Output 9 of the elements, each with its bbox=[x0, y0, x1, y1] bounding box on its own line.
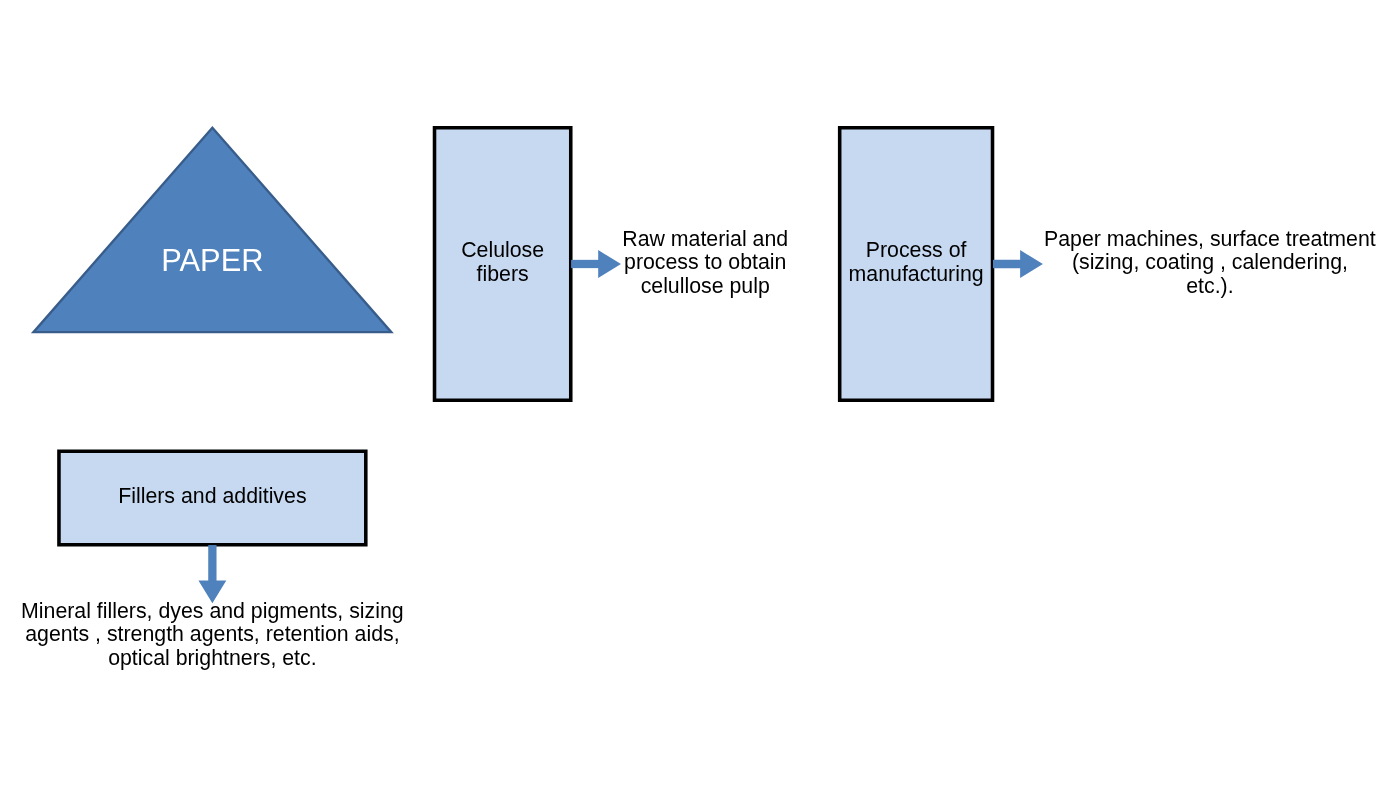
arrow bbox=[993, 250, 1043, 278]
arrow bbox=[571, 250, 621, 278]
node-box: Process of manufacturing bbox=[837, 125, 995, 402]
node-box: Fillers and additives bbox=[57, 449, 368, 547]
node-text: Raw material and process to obtain celullose pulp bbox=[622, 226, 789, 298]
node-text: Mineral fillers, dyes and pigments, sizing agents , strength agents, retention aids, optical brightners, etc. bbox=[21, 598, 404, 670]
arrow bbox=[198, 545, 227, 604]
node-box: Celulose fibers bbox=[432, 125, 573, 402]
node-text: Paper machines, surface treatment (sizing, coating , calendering, etc.). bbox=[1044, 226, 1376, 298]
